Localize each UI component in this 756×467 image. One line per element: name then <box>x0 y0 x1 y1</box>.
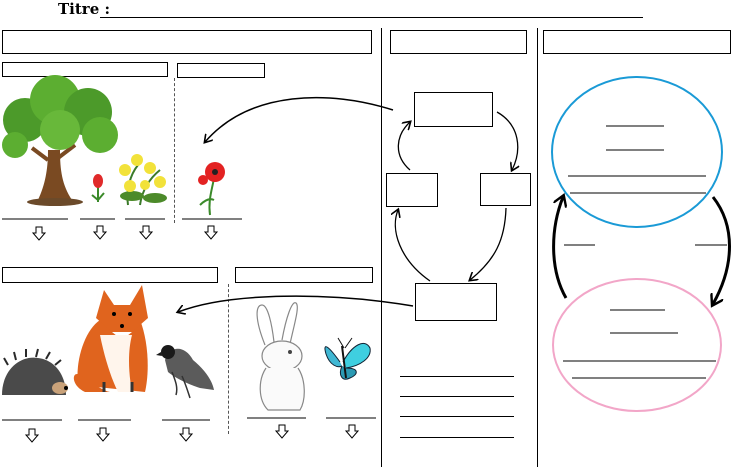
plant-dashed-divider <box>174 78 175 223</box>
bird-picture <box>156 345 214 399</box>
bold-arrow-left-up <box>552 197 566 299</box>
plant-down-arrows <box>31 225 219 241</box>
bold-arrow-right-down <box>713 196 731 304</box>
writing-line[interactable] <box>400 416 514 417</box>
tulip-picture <box>91 174 105 202</box>
cycle-arrow-bottom-left <box>395 210 431 282</box>
writing-line[interactable] <box>400 376 514 377</box>
animal-group-heading-box-2[interactable] <box>235 267 373 283</box>
title-underline <box>100 17 643 18</box>
cycle-arrow-top-right <box>496 111 518 170</box>
worksheet-title-label: Titre : <box>58 0 110 18</box>
writing-line[interactable] <box>400 396 514 397</box>
animal-down-arrows <box>24 424 360 443</box>
cycle-arrow-right-bottom <box>470 207 507 280</box>
tree-picture <box>2 75 118 206</box>
column-divider-2 <box>537 28 538 467</box>
cycle-circle-bottom <box>552 278 722 412</box>
cycle-box-top[interactable] <box>414 92 493 127</box>
fox-picture <box>73 285 148 392</box>
plant-group-heading-box-2[interactable] <box>177 63 265 78</box>
top-circle-writing-lines <box>568 125 706 194</box>
section-heading-box-right[interactable] <box>543 30 731 54</box>
hedgehog-picture <box>2 348 68 395</box>
section-heading-box-left[interactable] <box>2 30 372 54</box>
section-heading-box-middle[interactable] <box>390 30 527 54</box>
cycle-box-left[interactable] <box>386 173 438 207</box>
cycle-arrow-left-top <box>397 122 410 171</box>
rabbit-picture <box>256 302 305 411</box>
column-divider-1 <box>381 28 382 467</box>
yellow-flowers-picture <box>119 154 167 206</box>
cycle-box-bottom[interactable] <box>415 283 497 321</box>
arrow-to-animals <box>178 295 414 312</box>
cycle-circle-top <box>551 76 723 228</box>
butterfly-picture <box>324 337 371 380</box>
animal-dashed-divider <box>228 284 229 434</box>
animal-group-heading-box-1[interactable] <box>2 267 218 283</box>
writing-line[interactable] <box>400 437 514 438</box>
cycle-box-right[interactable] <box>480 173 531 206</box>
animal-name-lines <box>2 417 376 421</box>
arrow-to-plants <box>205 96 394 142</box>
red-poppy-picture <box>198 162 225 216</box>
bottom-circle-writing-lines <box>563 309 716 379</box>
plant-group-heading-box-1[interactable] <box>2 62 168 77</box>
